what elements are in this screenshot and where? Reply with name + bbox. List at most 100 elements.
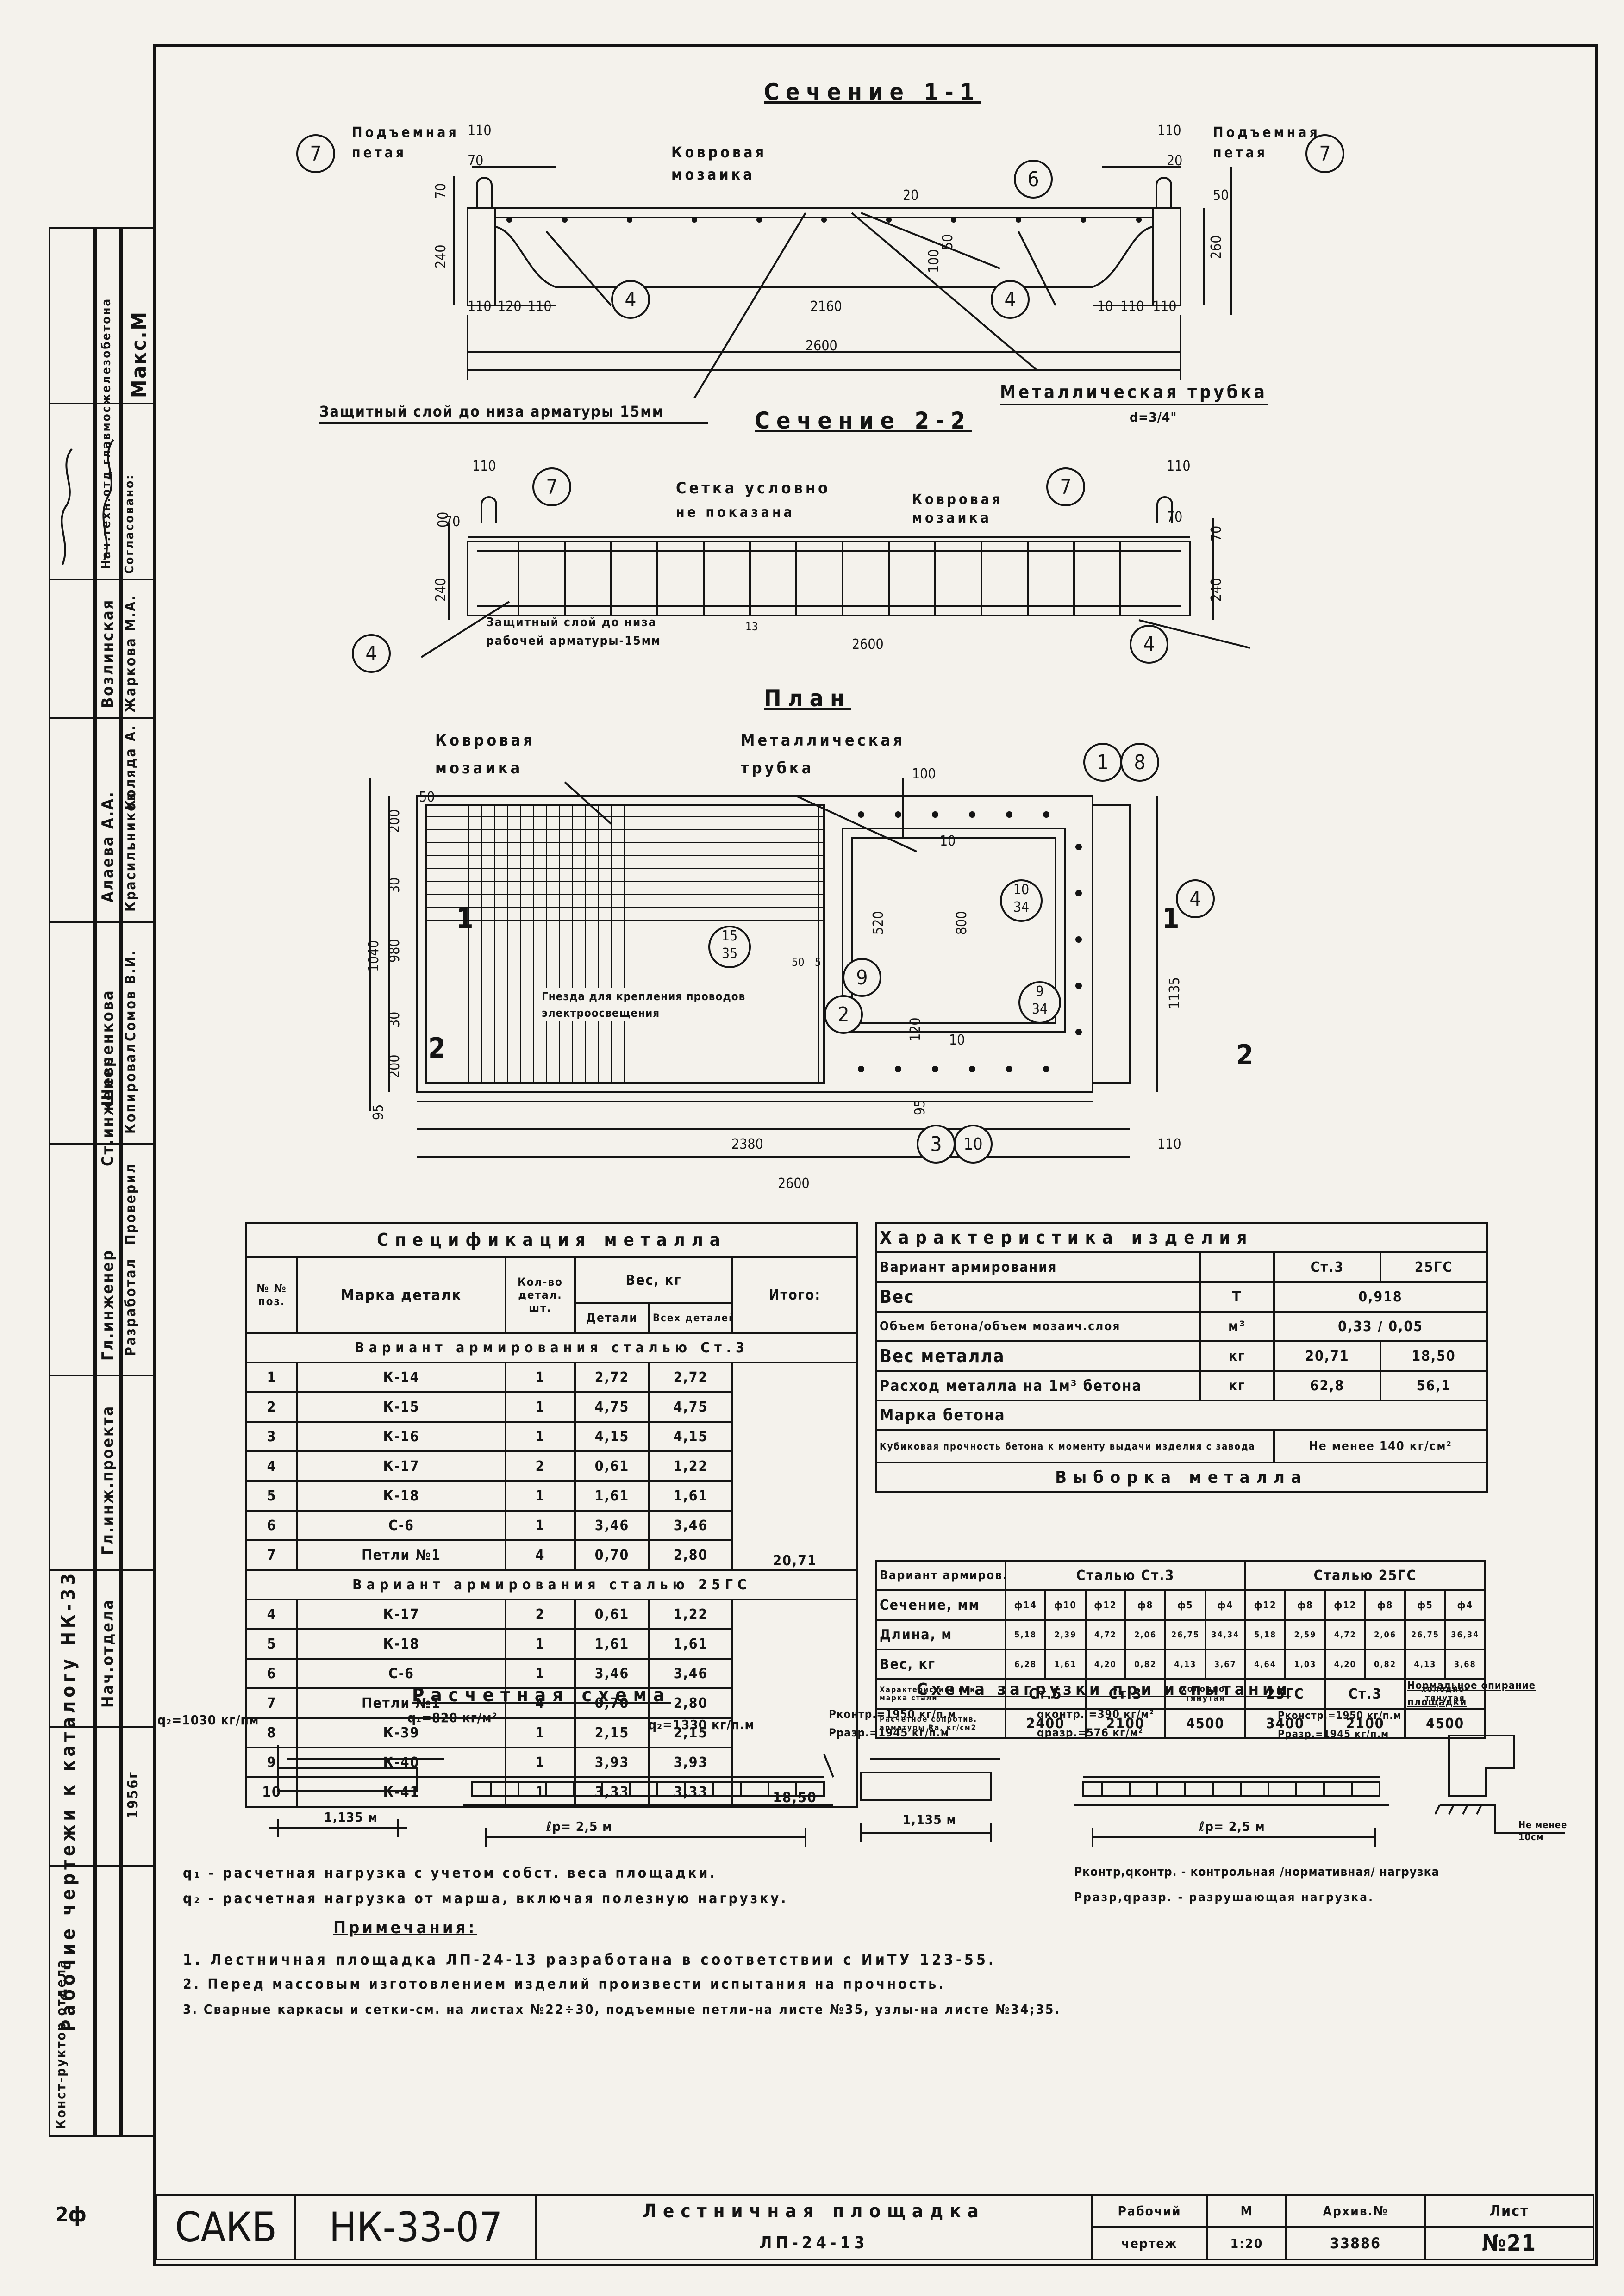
test-pk: Pконтр.=1950 кг/п.м	[829, 1708, 956, 1721]
dim-22-110a: 110	[472, 458, 496, 474]
dim-11-50a: 50	[1213, 187, 1229, 204]
side-name-5: Жаркова М.А.	[123, 594, 139, 713]
dim-plan-30a: 30	[387, 877, 403, 893]
plan-title: План	[764, 685, 851, 712]
plan-carpet-label: Ковровая мозаика	[435, 731, 535, 778]
dim-22-2600: 2600	[852, 636, 884, 653]
tube-label-11: Металлическая трубка	[1000, 382, 1268, 402]
loop-right-label: Подъемная петая	[1213, 124, 1320, 161]
stamp-name-1: Лестничная площадка	[535, 2194, 1093, 2227]
notes-title: Примечания:	[333, 1918, 477, 1937]
test-scheme	[860, 1758, 1389, 1847]
stamp-work-2: чертеж	[1091, 2226, 1208, 2260]
mark-1: 1	[1083, 743, 1122, 782]
dim-11-70b: 70	[433, 183, 449, 199]
stamp-sheet-label: Лист	[1424, 2194, 1594, 2228]
side-work-draw: Рабочие чертежи к каталогу НК-33	[58, 1569, 79, 2032]
dim-plan-110: 110	[1157, 1136, 1181, 1152]
dim-22-70c: 70	[1208, 525, 1224, 541]
legend-q1: q₁ - расчетная нагрузка с учетом собст. …	[183, 1865, 717, 1881]
spec-h-mark: Марка деталк	[296, 1256, 506, 1334]
support-title: Нормальное опирание площадки	[1407, 1680, 1536, 1708]
dim-plan-1135: 1135	[1167, 977, 1183, 1009]
spec-h-qty: Кол-во детал. шт.	[505, 1256, 576, 1334]
stamp-name-2: ЛП-24-13	[535, 2227, 1093, 2260]
section-2-2-drawing	[420, 496, 1250, 658]
dim-22-00: 00	[435, 511, 451, 528]
protect-label-11: Защитный слой до низа арматуры 15мм	[319, 403, 664, 420]
side-role-0: Нач.отдела	[99, 1598, 117, 1708]
calc-scheme	[269, 1745, 834, 1847]
spec-variant-2: Вариант армирования сталью 25ГС	[245, 1569, 859, 1600]
section-1-1-drawing	[453, 166, 1232, 398]
legend-p-contr: Pконтр,qконтр. - контрольная /нормативна…	[1074, 1865, 1440, 1879]
dim-11-2160: 2160	[810, 299, 842, 315]
dim-plan-200a: 200	[387, 809, 403, 833]
spec-h-weight: Вес, кг	[574, 1256, 733, 1304]
mark-7-right-22: 7	[1046, 467, 1085, 506]
side-role-5: Проверил	[123, 1163, 139, 1245]
spec-total-2: 18,50	[731, 1599, 859, 1808]
dim-plan-120: 120	[907, 1017, 924, 1041]
spec-total-1: 20,71	[731, 1362, 859, 1571]
character-table: Характеристика изделия Вариант армирован…	[875, 1222, 1488, 1493]
calc-q2-left: q₂=1030 кг/пм	[157, 1712, 259, 1728]
dim-11-240: 240	[433, 244, 449, 268]
note-3: 3. Сварные каркасы и сетки-см. на листах…	[183, 2002, 1061, 2017]
mark-6: 6	[1014, 160, 1053, 199]
dim-11-20a: 20	[1167, 153, 1183, 169]
section-1-1-title: Сечение 1-1	[764, 79, 981, 106]
section-mark-2-left: 2	[428, 1032, 449, 1064]
dim-plan-30b: 30	[387, 1011, 403, 1027]
side-name-3: Алаева А.А.	[99, 790, 117, 902]
plan-socket-label: Гнезда для крепления проводов электроосв…	[542, 988, 801, 1021]
drawing-frame	[153, 44, 1598, 2266]
dim-plan-800: 800	[954, 911, 970, 935]
dim-plan-5: 5	[815, 956, 821, 969]
dim-11-110a: 110	[468, 123, 492, 139]
dim-plan-95a: 95	[370, 1104, 387, 1120]
spec-table: Спецификация металла № № поз. Марка дета…	[245, 1222, 859, 1808]
corner-mark: 2ф	[56, 2203, 87, 2227]
test-qk: qконтр. =390 кг/м²	[1037, 1708, 1155, 1721]
test-pr2: Pразр.=1945 кг/п.м	[1278, 1729, 1389, 1740]
mesh-note-1: Сетка условно	[676, 479, 831, 498]
calc-q2-right: q₂=1330 кг/п.м	[648, 1717, 755, 1732]
loop-left-label: Подъемная петая	[352, 124, 459, 161]
side-name-1: Сомов В.И.	[123, 949, 139, 1041]
dim-11-110c: 110	[528, 299, 552, 315]
mark-4-right-11: 4	[991, 280, 1030, 319]
test-pk2: Pконстр.=1950 кг/п.м	[1278, 1710, 1402, 1722]
dim-11-50b: 50	[940, 234, 956, 250]
dim-11-110f: 110	[1157, 123, 1181, 139]
tube-diameter: d=3/4"	[1130, 410, 1177, 425]
calc-span-a: 1,135 м	[324, 1810, 378, 1825]
mark-8: 8	[1120, 743, 1159, 782]
dim-22-240a: 240	[433, 578, 449, 602]
dim-11-20b: 20	[903, 187, 919, 204]
dim-plan-1040: 1040	[366, 940, 382, 972]
section-mark-1-right: 1	[1162, 902, 1182, 935]
stamp-scale-label: М	[1206, 2194, 1287, 2228]
side-year: 1956г	[125, 1770, 141, 1819]
spec-h-detail: Детали	[574, 1302, 650, 1334]
spec-h-all: Всех деталей	[648, 1302, 733, 1334]
side-name-4: Коляда А.	[123, 724, 139, 810]
dim-11-110d: 110	[1120, 299, 1144, 315]
plan-drawing	[369, 778, 1158, 1158]
dim-plan-100: 100	[912, 766, 936, 782]
side-role-4: Разработал	[123, 1257, 139, 1356]
plan-tube-label: Металлическая трубка	[741, 731, 905, 778]
dim-11-120: 120	[498, 299, 522, 315]
stamp-work-1: Рабочий	[1091, 2194, 1208, 2228]
side-name-6: Возлинская	[99, 598, 117, 708]
